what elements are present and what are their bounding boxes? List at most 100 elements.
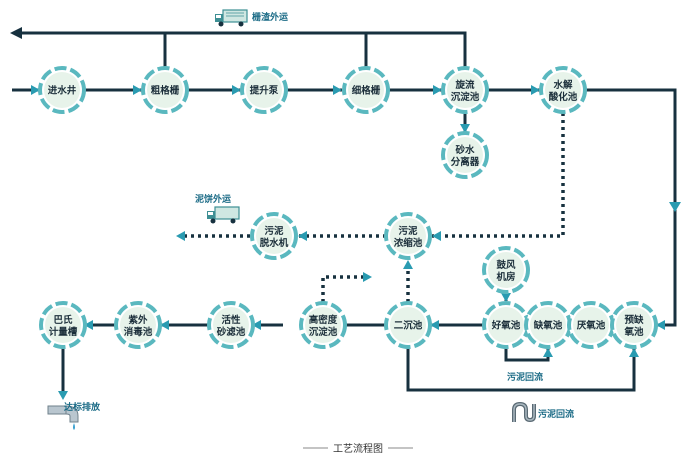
node-body	[213, 307, 249, 343]
node-label: 机房	[496, 271, 515, 283]
diagram-title: 工艺流程图	[333, 442, 383, 455]
node-body	[390, 307, 426, 343]
node-cugeshan: 粗格栅	[141, 66, 189, 114]
node-body	[348, 72, 384, 108]
node-label: 沉淀池	[451, 91, 480, 103]
node-body	[390, 218, 426, 254]
arrow-return	[629, 348, 639, 357]
process-nodes: 进水井粗格栅提升泵细格栅旋流沉淀池水解酸化池砂水分离器污泥脱水机污泥浓缩池鼓风机…	[38, 66, 658, 349]
arrow-cake-out	[176, 231, 185, 241]
arrow-vortex	[433, 85, 442, 95]
node-body	[447, 137, 483, 173]
discharge-label: 达标排放	[64, 401, 101, 413]
node-label: 氧池	[623, 326, 644, 338]
arrow-hydrolysis	[531, 85, 540, 95]
screenings-note: 栅渣外运	[252, 11, 289, 23]
node-label: 鼓风	[496, 259, 516, 271]
node-label: 预缺	[624, 314, 644, 326]
node-label: 巴氏	[53, 314, 73, 326]
hydrolysis-to-thickener	[432, 113, 565, 238]
node-label: 旋流	[454, 79, 475, 91]
node-body	[120, 307, 156, 343]
node-body	[488, 252, 524, 288]
node-label: 沉淀池	[309, 326, 338, 338]
node-label: 酸化池	[549, 91, 578, 103]
arrow-sandfilter	[252, 320, 261, 330]
discharge-pipe-icon	[47, 405, 79, 430]
node-label: 细格栅	[352, 85, 381, 97]
truck-icon	[215, 9, 248, 27]
node-label: 厌氧池	[577, 320, 606, 332]
hydrolysis-right-down	[585, 88, 677, 327]
arrow-thickener-up	[403, 260, 413, 269]
node-queyang: 缺氧池	[524, 301, 572, 349]
internal-loop	[504, 348, 550, 362]
arrow-lift	[232, 85, 241, 95]
node-body	[44, 72, 80, 108]
node-haoyang: 好氧池	[482, 301, 530, 349]
arrow-right-down	[669, 202, 681, 212]
node-body	[147, 72, 183, 108]
node-label: 浓缩池	[394, 237, 423, 249]
node-label: 砂滤池	[217, 326, 246, 338]
node-body	[45, 307, 81, 343]
arrow-inlet	[31, 85, 40, 95]
truck-icon-sludge	[207, 206, 240, 224]
node-label: 水解	[553, 79, 573, 91]
arrow-blower	[501, 293, 511, 302]
node-label: 计量槽	[49, 326, 78, 338]
node-label: 粗格栅	[151, 85, 180, 97]
node-tishengbeng: 提升泵	[240, 66, 288, 114]
arrow-top-left	[10, 27, 22, 39]
screenings-return-line	[20, 31, 467, 70]
arrow-fine	[333, 85, 342, 95]
node-label: 砂水	[455, 144, 475, 156]
arrow-outlet	[58, 391, 68, 400]
node-xigeshan: 细格栅	[342, 66, 390, 114]
arrow-sand	[460, 124, 470, 133]
arrow-dewater-in	[298, 231, 307, 241]
node-body	[488, 307, 524, 343]
node-label: 分离器	[451, 156, 480, 168]
sludge-return-label-2: 污泥回流	[538, 408, 574, 420]
hd-to-thickener	[321, 275, 368, 302]
node-yanyang: 厌氧池	[567, 301, 615, 349]
flow-arrows	[10, 27, 681, 400]
node-label: 脱水机	[260, 237, 289, 249]
arrow-hd-right	[363, 272, 372, 282]
node-erchen: 二沉池	[384, 301, 432, 349]
node-body	[246, 72, 282, 108]
node-body	[305, 307, 341, 343]
node-body	[545, 72, 581, 108]
arrow-pre-anoxic	[656, 320, 665, 330]
node-label: 紫外	[128, 314, 148, 326]
node-body	[530, 307, 566, 343]
arrow-coarse	[133, 85, 142, 95]
arrow-secondary	[430, 320, 439, 330]
node-label: 活性	[221, 314, 241, 326]
arrow-flume	[84, 320, 93, 330]
sludge-return-line	[406, 348, 636, 392]
node-label: 二沉池	[394, 320, 423, 332]
node-label: 缺氧池	[533, 320, 563, 332]
sludge-cake-note: 泥饼外运	[195, 193, 232, 205]
node-label: 进水井	[48, 85, 77, 97]
node-body	[573, 307, 609, 343]
arrow-thickener-in	[432, 231, 441, 241]
pipe-loop-icon	[512, 401, 536, 423]
node-label: 污泥	[264, 225, 284, 237]
node-label: 污泥	[398, 225, 418, 237]
